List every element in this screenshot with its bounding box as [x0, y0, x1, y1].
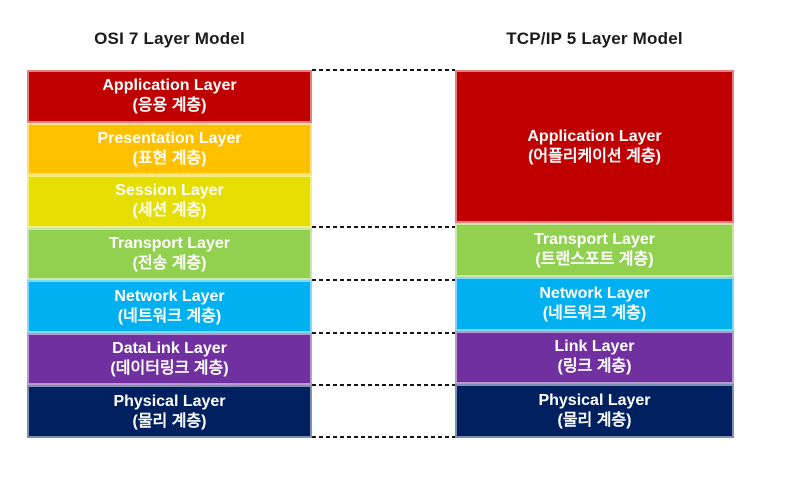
dashed-connector-line — [312, 226, 455, 229]
layer-mapping-connector — [312, 69, 455, 438]
layer-name-en: Physical Layer — [113, 392, 226, 410]
osi-layer-physical: Physical Layer (물리 계층) — [27, 385, 312, 439]
osi-model-title: OSI 7 Layer Model — [94, 29, 245, 48]
layer-name-ko: (트랜스포트 계층) — [535, 251, 654, 268]
layer-name-ko: (물리 계층) — [557, 412, 632, 430]
layer-name-ko: (전송 계층) — [132, 255, 207, 273]
tcpip-layer-physical: Physical Layer (물리 계층) — [455, 384, 734, 439]
layer-name-en: Physical Layer — [538, 392, 651, 410]
tcpip-layer-network: Network Layer (네트워크 계층) — [455, 276, 734, 331]
tcpip-layer-application: Application Layer (어플리케이션 계층) — [455, 70, 734, 224]
layer-name-ko: (세션 계층) — [132, 202, 207, 220]
layer-name-en: Link Layer — [554, 338, 635, 356]
layer-name-en: Application Layer — [527, 127, 662, 145]
layer-name-en: Presentation Layer — [97, 129, 242, 147]
tcpip-layer-stack: Application Layer (어플리케이션 계층) Transport … — [455, 70, 734, 439]
dashed-connector-line — [312, 384, 455, 387]
dashed-connector-line — [312, 436, 455, 438]
osi-layer-application: Application Layer (응용 계층) — [27, 70, 312, 123]
layer-name-en: Transport Layer — [109, 235, 230, 253]
layer-name-ko: (네트워크 계층) — [117, 307, 222, 325]
layer-name-ko: (데이터링크 계층) — [110, 360, 229, 378]
osi-layer-stack: Application Layer (응용 계층) Presentation L… — [27, 70, 312, 439]
layer-name-ko: (링크 계층) — [557, 358, 632, 376]
layer-name-ko: (물리 계층) — [132, 412, 207, 430]
osi-layer-datalink: DataLink Layer (데이터링크 계층) — [27, 332, 312, 386]
layer-name-ko: (어플리케이션 계층) — [528, 147, 661, 165]
tcpip-layer-transport: Transport Layer (트랜스포트 계층) — [455, 223, 734, 277]
osi-layer-session: Session Layer (세션 계층) — [27, 175, 312, 228]
layer-name-en: DataLink Layer — [112, 340, 227, 358]
layer-name-ko: (표현 계층) — [132, 149, 207, 167]
layer-name-en: Application Layer — [102, 77, 237, 95]
layer-name-en: Network Layer — [114, 287, 225, 305]
layer-name-ko: (응용 계층) — [132, 97, 207, 115]
osi-layer-transport: Transport Layer (전송 계층) — [27, 227, 312, 281]
tcpip-model-title: TCP/IP 5 Layer Model — [506, 29, 683, 48]
dashed-connector-line — [312, 331, 455, 334]
osi-layer-presentation: Presentation Layer (표현 계층) — [27, 122, 312, 176]
tcpip-layer-link: Link Layer (링크 계층) — [455, 330, 734, 385]
layer-name-en: Transport Layer — [534, 231, 655, 248]
layer-name-en: Session Layer — [115, 182, 224, 200]
dashed-connector-line — [312, 278, 455, 281]
layer-name-en: Network Layer — [539, 284, 650, 302]
layer-name-ko: (네트워크 계층) — [542, 304, 647, 322]
dashed-connector-line — [312, 69, 455, 71]
osi-layer-network: Network Layer (네트워크 계층) — [27, 280, 312, 333]
